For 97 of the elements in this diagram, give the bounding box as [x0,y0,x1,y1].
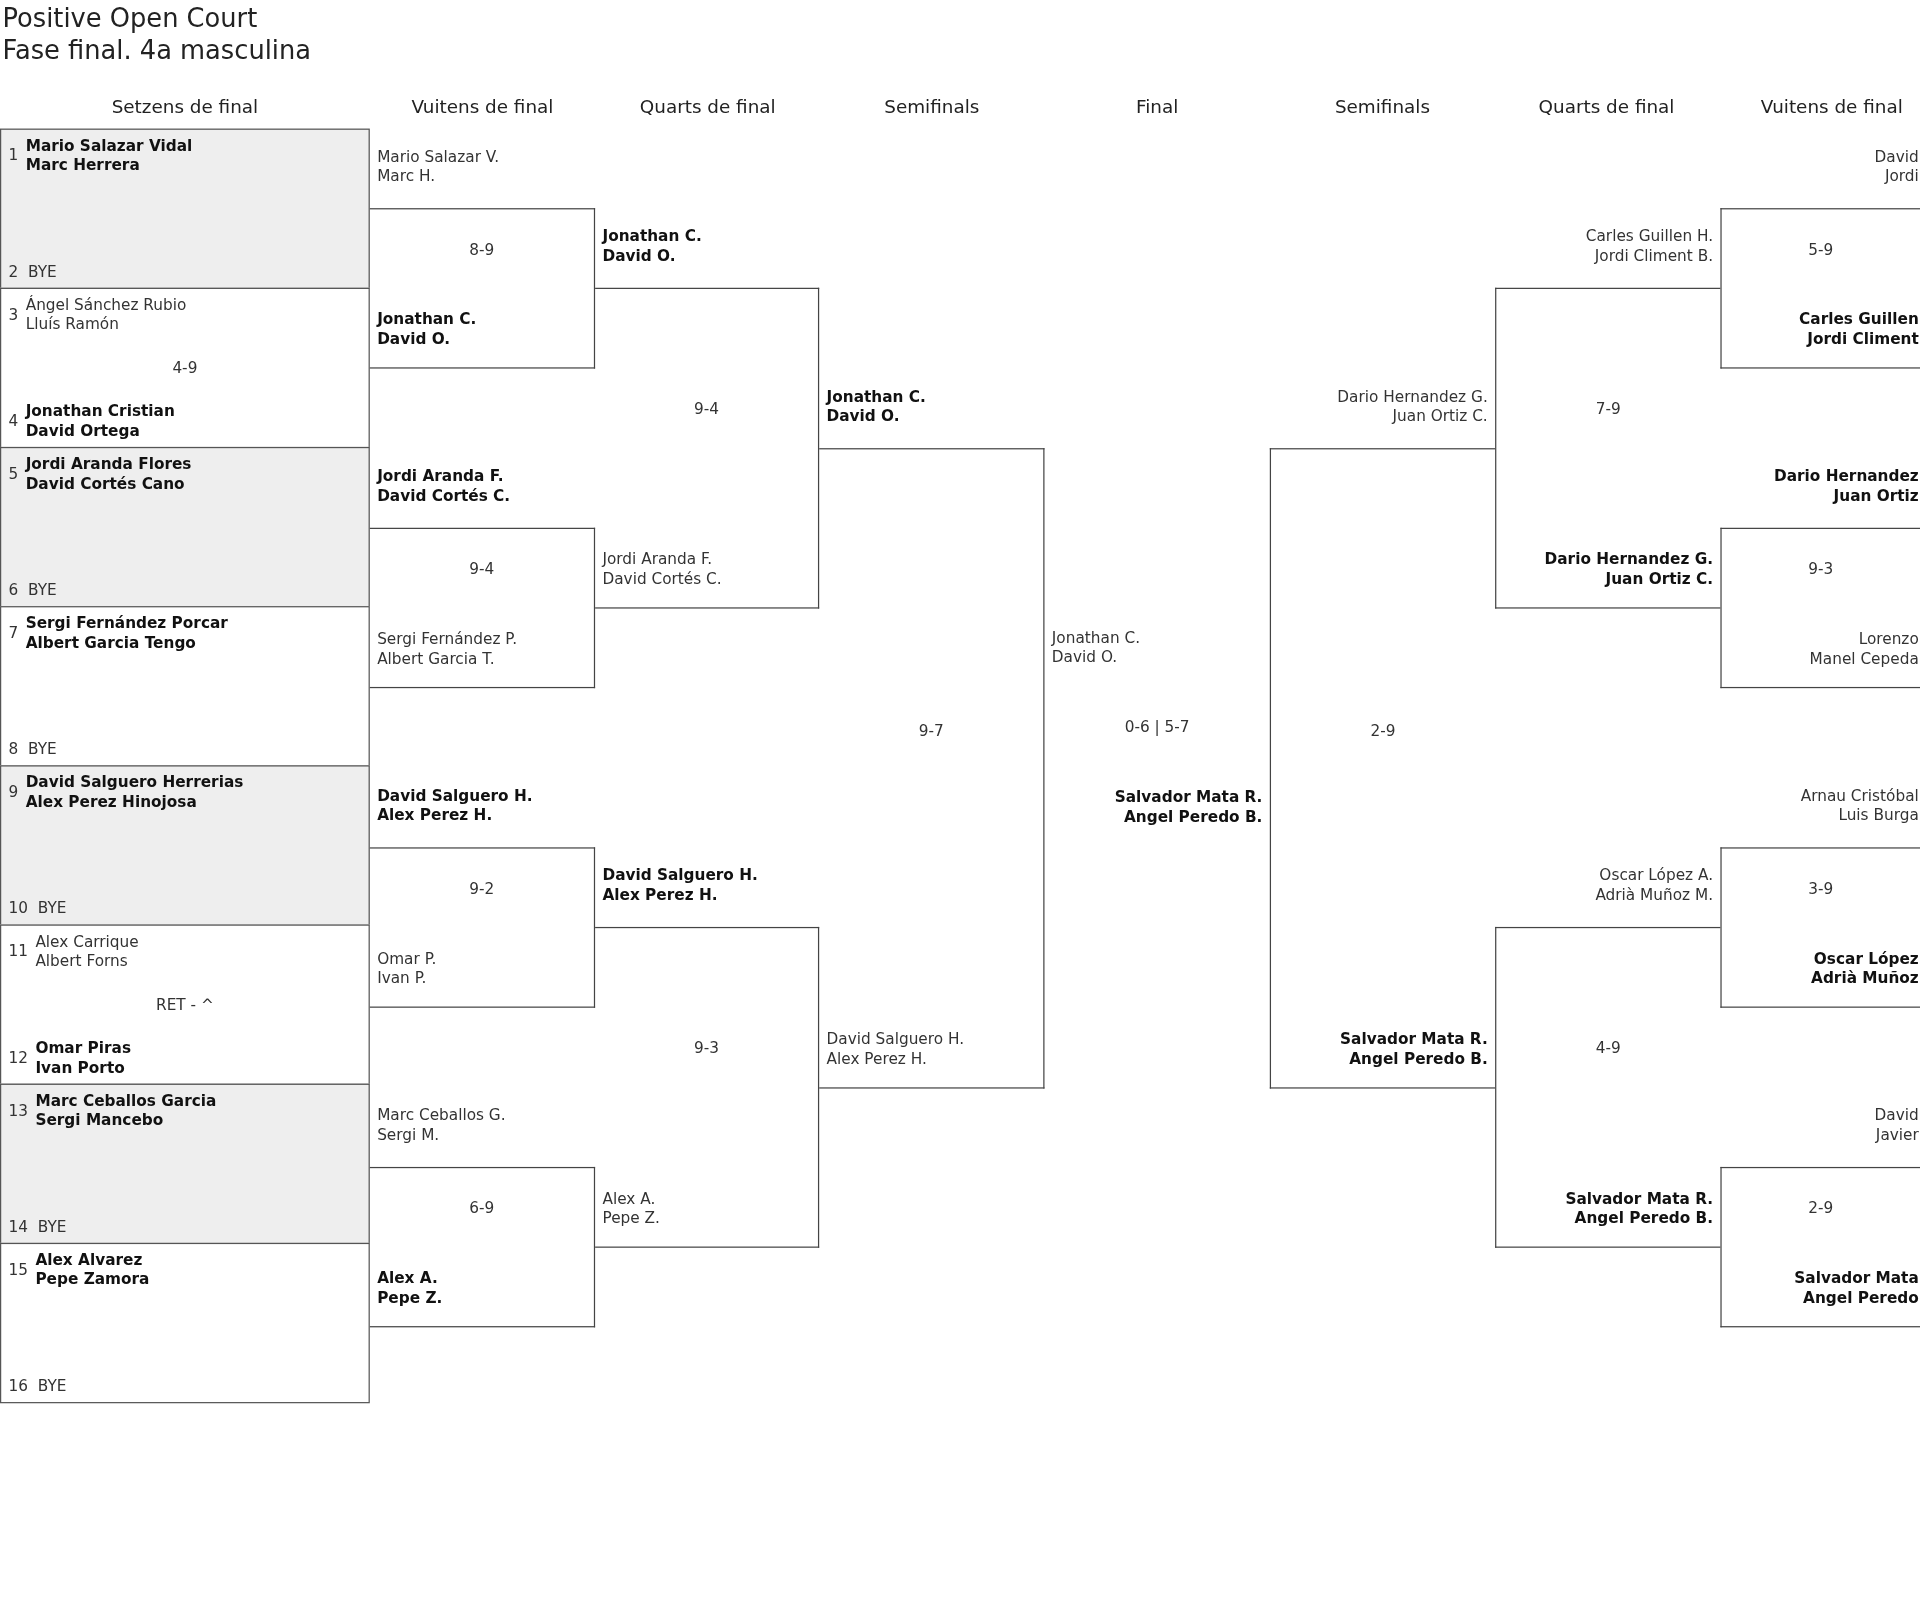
seed-number: 1 [8,145,19,166]
player-names: David Salguero H. Alex Perez H. [602,865,758,905]
column-heading: Final [1134,95,1180,118]
player-names: Salvador Mata R. Angel Peredo B. [1565,1189,1714,1229]
score-text: 2-9 [1807,1198,1835,1218]
match-box [0,446,370,608]
match-box [0,924,370,1085]
player-names: Lorenzo Manel Cepeda [1809,629,1919,669]
match-box [0,1242,370,1404]
player-names: Marc Ceballos G. Sergi M. [377,1105,506,1145]
seed-number: 4 [8,411,19,431]
player-names: Carles Guillen Jordi Climent [1799,309,1919,349]
bye-label: BYE [28,580,57,600]
player-names: David Salguero H. Alex Perez H. [377,786,533,826]
seed-number: 5 [8,464,19,484]
match-box [0,765,370,926]
seed-number: 3 [8,304,19,325]
player-names: Jonathan C. David O. [377,309,477,349]
score-text: 9-4 [468,559,496,579]
score-text: 0-6 | 5-7 [1123,717,1191,738]
player-names: Salvador Mata R. Angel Peredo B. [1114,787,1263,827]
seed-number: 16 [8,1376,29,1396]
seed-number: 9 [8,782,19,803]
seed-number: 6 [8,580,19,600]
player-names: Alex Carrique Albert Forns [35,931,139,971]
player-names: Salvador Mata R. Angel Peredo B. [1340,1029,1488,1069]
player-names: Dario Hernandez G. Juan Ortiz C. [1544,549,1714,589]
player-names: Omar P. Ivan P. [377,949,437,989]
player-names: Oscar López Adrià Muñoz [1811,949,1919,989]
player-names: Mario Salazar Vidal Marc Herrera [25,135,193,176]
player-names: Jordi Aranda F. David Cortés C. [377,466,511,506]
player-names: Jordi Aranda F. David Cortés C. [602,549,722,589]
player-names: Oscar López A. Adrià Muñoz M. [1595,865,1714,905]
column-heading: Quarts de final [1537,95,1676,118]
subtitle: Fase final. 4a masculina [2,34,312,67]
score-text: 9-4 [693,399,720,419]
seed-number: 15 [8,1260,29,1280]
seed-number: 13 [8,1100,29,1121]
player-names: Jonathan Cristian David Ortega [25,401,175,441]
match-box [0,287,370,449]
player-names: Jonathan C. David O. [1051,628,1140,668]
player-names: Carles Guillen H. Jordi Climent B. [1585,226,1714,266]
score-text: 3-9 [1807,878,1835,899]
player-names: Alex Alvarez Pepe Zamora [35,1250,150,1290]
bye-label: BYE [37,898,67,919]
player-names: Sergi Fernández P. Albert Garcia T. [377,629,518,669]
player-names: Dario Hernandez G. Juan Ortiz C. [1337,386,1488,427]
column-heading: Setzens de final [110,95,260,118]
score-text: 6-9 [468,1198,496,1218]
score-text: 7-9 [1594,399,1622,419]
column-heading: Semifinals [883,95,981,118]
player-names: Dario Hernandez Juan Ortiz [1774,466,1919,506]
player-names: David Salguero Herrerias Alex Perez Hinojosa [25,772,244,812]
score-text: 5-9 [1807,239,1835,259]
score-text: 4-9 [171,358,199,379]
player-names: David Salguero H. Alex Perez H. [826,1029,965,1069]
title: Positive Open Court [2,2,258,35]
column-heading: Semifinals [1333,95,1431,118]
column-heading: Quarts de final [638,95,777,118]
player-names: David Javier [1874,1105,1919,1145]
seed-number: 11 [8,941,29,962]
player-names: David Jordi [1874,146,1919,187]
column-heading: Vuitens de final [410,95,555,118]
player-names: Jordi Aranda Flores David Cortés Cano [25,454,192,494]
score-text: 4-9 [1594,1038,1622,1058]
player-names: Alex A. Pepe Z. [377,1268,443,1308]
player-names: Jonathan C. David O. [602,226,702,266]
bye-label: BYE [28,262,57,282]
seed-number: 10 [8,898,29,919]
score-text: 9-3 [1807,559,1835,579]
bye-label: BYE [37,1217,67,1237]
player-names: Jonathan C. David O. [826,386,926,427]
player-names: Sergi Fernández Porcar Albert Garcia Tengo [25,613,228,653]
bye-label: BYE [37,1376,67,1396]
seed-number: 14 [8,1217,29,1237]
match-box [0,128,370,289]
score-text: 9-3 [693,1038,720,1058]
column-heading: Vuitens de final [1759,95,1904,118]
player-names: Ángel Sánchez Rubio Lluís Ramón [25,295,187,335]
player-names: Salvador Mata Angel Peredo [1794,1268,1919,1308]
player-names: Alex A. Pepe Z. [602,1189,660,1229]
player-names: Marc Ceballos Garcia Sergi Mancebo [35,1091,217,1131]
score-text: 9-2 [468,878,496,899]
match-box [0,1083,370,1245]
bye-label: BYE [28,739,57,760]
player-names: Arnau Cristóbal Luis Burga [1800,786,1919,826]
score-text: 2-9 [1369,720,1397,741]
score-text: 8-9 [468,239,496,259]
score-text: 9-7 [917,720,945,741]
seed-number: 8 [8,739,19,760]
player-names: Mario Salazar V. Marc H. [377,146,500,187]
seed-number: 7 [8,623,19,643]
seed-number: 12 [8,1048,29,1068]
score-text: RET - ^ [155,995,215,1016]
player-names: Omar Piras Ivan Porto [35,1038,131,1078]
match-box [0,606,370,767]
seed-number: 2 [8,262,19,282]
